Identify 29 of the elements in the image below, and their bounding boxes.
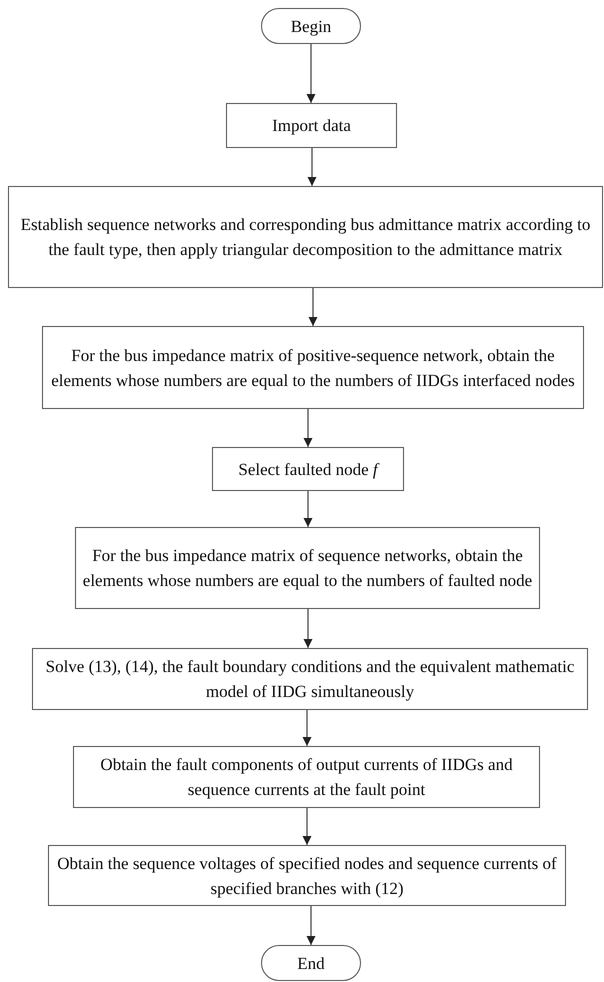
step-text: Obtain the sequence voltages of specified nodes and sequence currents of specified branches with (12) [56, 852, 558, 900]
step-text: Import data [272, 115, 351, 137]
arrow [302, 710, 312, 746]
step-text: Establish sequence networks and corresponding bus admittance matrix according to the fault type, then apply triangular decomposition to the admittance matrix [20, 214, 592, 261]
arrow [304, 490, 312, 528]
process-box [212, 447, 404, 491]
step-text: Obtain the fault components of output currents of IIDGs and sequence currents at the fault point [99, 754, 514, 801]
step-text: For the bus impedance matrix of sequence networks, obtain the elements whose numbers are equal to the numbers of faulted node [82, 545, 533, 592]
step-text: Begin [290, 16, 332, 38]
process-box [73, 746, 540, 808]
arrow [304, 608, 312, 648]
arrow [306, 44, 316, 104]
arrow [308, 288, 318, 326]
arrow [308, 148, 316, 186]
step-text: End [297, 952, 325, 974]
process-box [226, 103, 397, 148]
step-text: Select faulted node f [238, 458, 378, 481]
arrow [304, 408, 312, 448]
process-box [48, 845, 566, 906]
terminal-pill [261, 8, 361, 44]
terminal-pill [261, 945, 361, 981]
process-box [75, 527, 540, 609]
arrow [302, 808, 312, 846]
process-box [42, 326, 584, 409]
step-text: Solve (13), (14), the fault boundary conditions and the equivalent mathematic model of IIDG simultaneously [44, 656, 576, 703]
step-text: For the bus impedance matrix of positive-sequence network, obtain the elements whose numbers are equal to the numbers of IIDGs interfaced nodes [50, 344, 576, 392]
process-box [8, 186, 603, 288]
arrow [306, 906, 316, 946]
process-box [32, 648, 588, 710]
